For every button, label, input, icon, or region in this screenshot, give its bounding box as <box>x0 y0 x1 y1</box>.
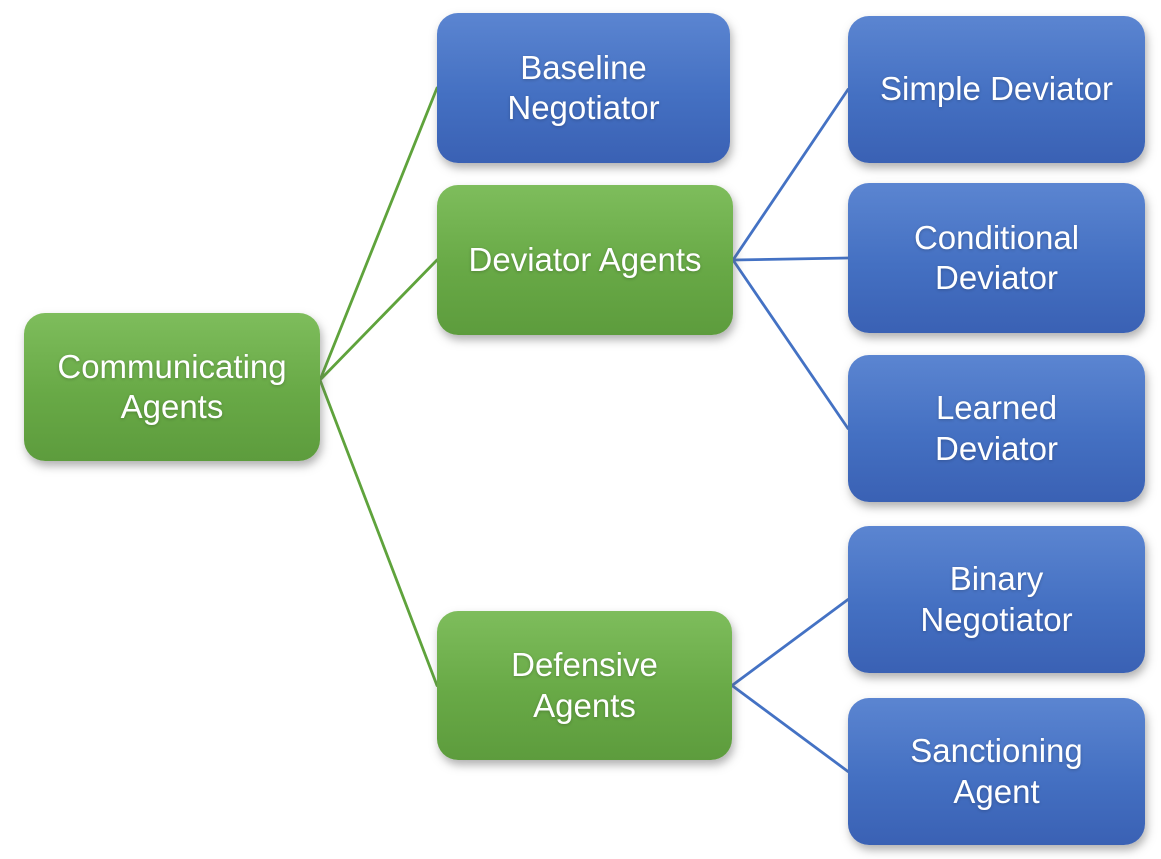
node-label: Baseline Negotiator <box>507 48 660 126</box>
node-label: Deviator Agents <box>468 240 702 278</box>
node-label: Binary Negotiator <box>920 560 1073 638</box>
node-learned-deviator: Learned Deviator <box>848 355 1145 502</box>
node-baseline-negotiator: Baseline Negotiator <box>437 13 730 163</box>
node-defensive-agents: Defensive Agents <box>437 611 732 760</box>
edge-defensive-agents-sanctioning-agent <box>730 684 850 773</box>
node-label: Learned Deviator <box>935 389 1058 467</box>
node-label: Conditional Deviator <box>913 218 1080 296</box>
node-conditional-deviator: Conditional Deviator <box>848 183 1145 333</box>
node-communicating-agents: Communicating Agents <box>24 313 320 461</box>
edge-defensive-agents-binary-negotiator <box>730 598 850 687</box>
node-simple-deviator: Simple Deviator <box>848 16 1145 163</box>
node-label: Simple Deviator <box>880 70 1113 108</box>
edge-communicating-agents-deviator-agents <box>318 258 439 382</box>
node-sanctioning-agent: Sanctioning Agent <box>848 698 1145 845</box>
node-label: Sanctioning Agent <box>910 732 1083 810</box>
edge-communicating-agents-baseline-negotiator <box>318 86 439 382</box>
edge-deviator-agents-simple-deviator <box>731 88 850 262</box>
node-label: Communicating Agents <box>57 347 287 425</box>
node-label: Defensive Agents <box>511 646 658 724</box>
node-deviator-agents: Deviator Agents <box>437 185 733 335</box>
edge-deviator-agents-conditional-deviator <box>731 256 850 262</box>
edge-deviator-agents-learned-deviator <box>731 258 850 430</box>
node-binary-negotiator: Binary Negotiator <box>848 526 1145 673</box>
edge-communicating-agents-defensive-agents <box>318 378 439 687</box>
